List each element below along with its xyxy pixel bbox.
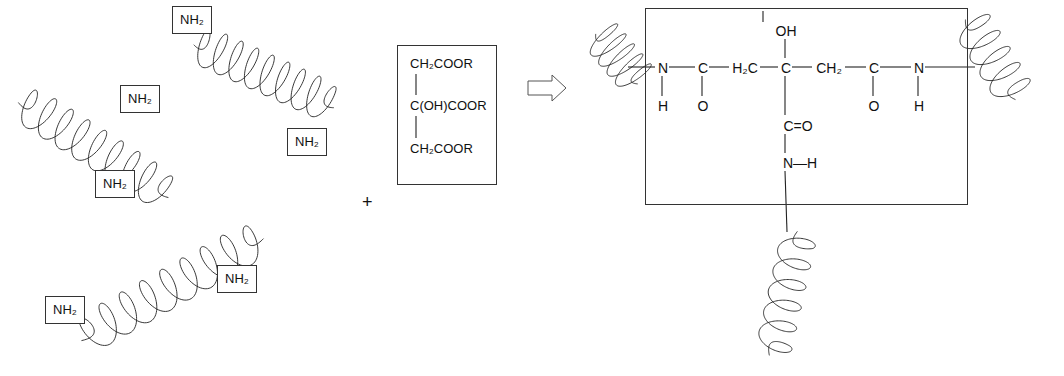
polymer-coil — [79, 226, 263, 346]
amine-group-box: NH₂ — [287, 128, 327, 156]
amine-group-box: NH₂ — [217, 265, 257, 293]
bond-tick — [762, 11, 763, 22]
citrate-ester-box: CH₂COOR C(OH)COOR CH₂COOR — [397, 45, 497, 185]
amine-group-box: NH₂ — [95, 170, 135, 198]
reaction-arrow — [528, 75, 566, 101]
bond-line — [872, 76, 873, 96]
bond-line — [760, 66, 778, 67]
bond-line — [628, 66, 655, 67]
formula-text: H₂C — [732, 60, 758, 77]
amine-label: NH₂ — [225, 271, 249, 287]
polymer-coil — [590, 24, 651, 86]
bond-line — [784, 76, 785, 115]
crosslink-structure-box: OHNCH₂CCCH₂CNHOOHC=ON—H — [645, 8, 968, 205]
polymer-coil — [759, 231, 815, 355]
formula-text: H — [658, 98, 668, 115]
bond-line — [784, 134, 785, 153]
formula-text: N — [658, 60, 668, 77]
amine-label: NH₂ — [295, 134, 319, 150]
plus-sign: + — [362, 192, 373, 214]
amine-group-box: NH₂ — [120, 85, 160, 113]
bond-line — [784, 39, 785, 58]
formula-text: CH₂COOR — [410, 141, 473, 157]
formula-text: OH — [776, 23, 797, 40]
bond-line — [661, 76, 662, 96]
bond-line — [845, 66, 866, 67]
bond-line — [917, 76, 918, 96]
formula-text: N — [914, 60, 924, 77]
amine-group-box: NH₂ — [172, 6, 212, 34]
bond-line — [792, 66, 812, 67]
bond-line — [709, 66, 729, 67]
polymer-coil — [194, 30, 336, 117]
amine-group-box: NH₂ — [45, 296, 85, 324]
amine-label: NH₂ — [103, 176, 127, 192]
formula-text: C=O — [783, 118, 812, 135]
formula-text: O — [698, 98, 709, 115]
amine-label: NH₂ — [128, 91, 152, 107]
bond-line — [415, 74, 416, 95]
formula-text: N—H — [783, 155, 817, 172]
amine-label: NH₂ — [180, 12, 204, 28]
bond-line — [669, 66, 695, 67]
formula-text: CH₂ — [816, 60, 842, 77]
polymer-coil — [960, 14, 1030, 99]
formula-text: C — [869, 60, 879, 77]
bond-line — [415, 116, 416, 138]
formula-text: C — [698, 60, 708, 77]
bond-line — [880, 66, 911, 67]
chemical-bonds — [416, 11, 975, 232]
formula-text: C — [781, 60, 791, 77]
polymer-chains — [18, 14, 1030, 355]
formula-text: CH₂COOR — [410, 56, 473, 72]
amine-label: NH₂ — [53, 302, 77, 318]
formula-text: H — [914, 98, 924, 115]
formula-text: C(OH)COOR — [410, 98, 487, 114]
bond-line — [785, 171, 787, 232]
formula-text: O — [869, 98, 880, 115]
bond-line — [701, 76, 702, 96]
